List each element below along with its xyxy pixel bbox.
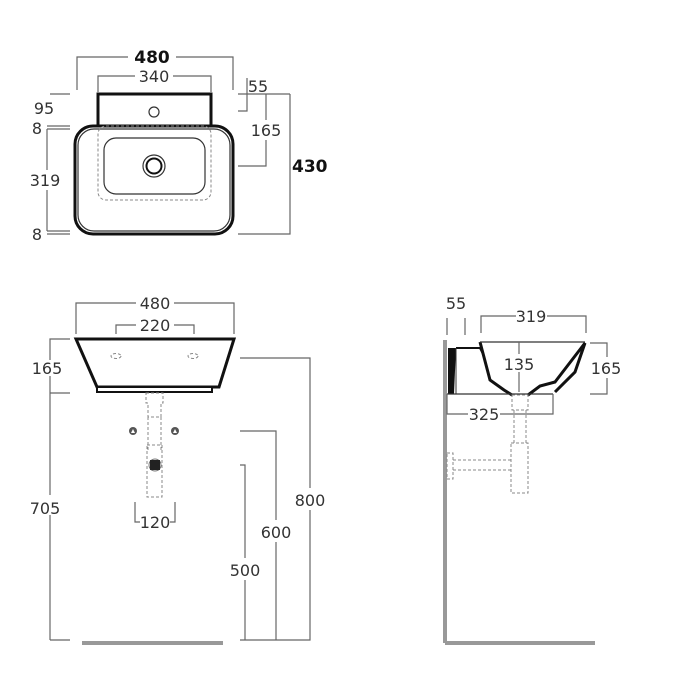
dim-overall-depth: 430 [292, 157, 328, 177]
dim-front-height: 165 [32, 359, 63, 378]
basin-side [478, 341, 587, 397]
dim-tap-offset: 55 [248, 77, 268, 96]
tap-deck [96, 92, 213, 128]
dim-top-width: 480 [134, 48, 170, 68]
side-view: 55 319 135 165 325 [443, 294, 622, 645]
waste-pipe [145, 392, 164, 498]
basin-front [73, 337, 237, 389]
dim-top-height: 705 [30, 499, 61, 518]
tap-hole [148, 106, 160, 118]
dim-600: 600 [261, 523, 292, 542]
dim-bowl-width: 319 [516, 307, 547, 326]
dim-500: 500 [230, 561, 261, 580]
siphon [446, 394, 529, 494]
drain [142, 154, 166, 178]
dim-hole-spacing: 220 [140, 316, 171, 335]
dim-front-width: 480 [140, 294, 171, 313]
dim-side-height: 165 [591, 359, 622, 378]
dim-800: 800 [295, 491, 326, 510]
front-view: 480 220 120 165 705 800 600 500 [30, 294, 326, 645]
dim-waste-width: 120 [140, 513, 171, 532]
dim-bowl-depth: 319 [30, 171, 61, 190]
dim-gap-top: 8 [32, 119, 42, 138]
bowl-outline [103, 137, 206, 195]
dim-panel-depth: 95 [34, 99, 54, 118]
dim-inner-depth: 135 [504, 355, 535, 374]
dim-wall-gap: 55 [446, 294, 466, 313]
basin-outline [73, 124, 235, 236]
dim-projection: 325 [469, 405, 500, 424]
dim-drain-offset: 165 [251, 121, 282, 140]
top-view: 480 340 95 8 319 8 55 165 430 [30, 48, 328, 244]
dim-panel-width: 340 [139, 67, 170, 86]
waste-outlet [150, 460, 160, 470]
dim-gap-bottom: 8 [32, 225, 42, 244]
